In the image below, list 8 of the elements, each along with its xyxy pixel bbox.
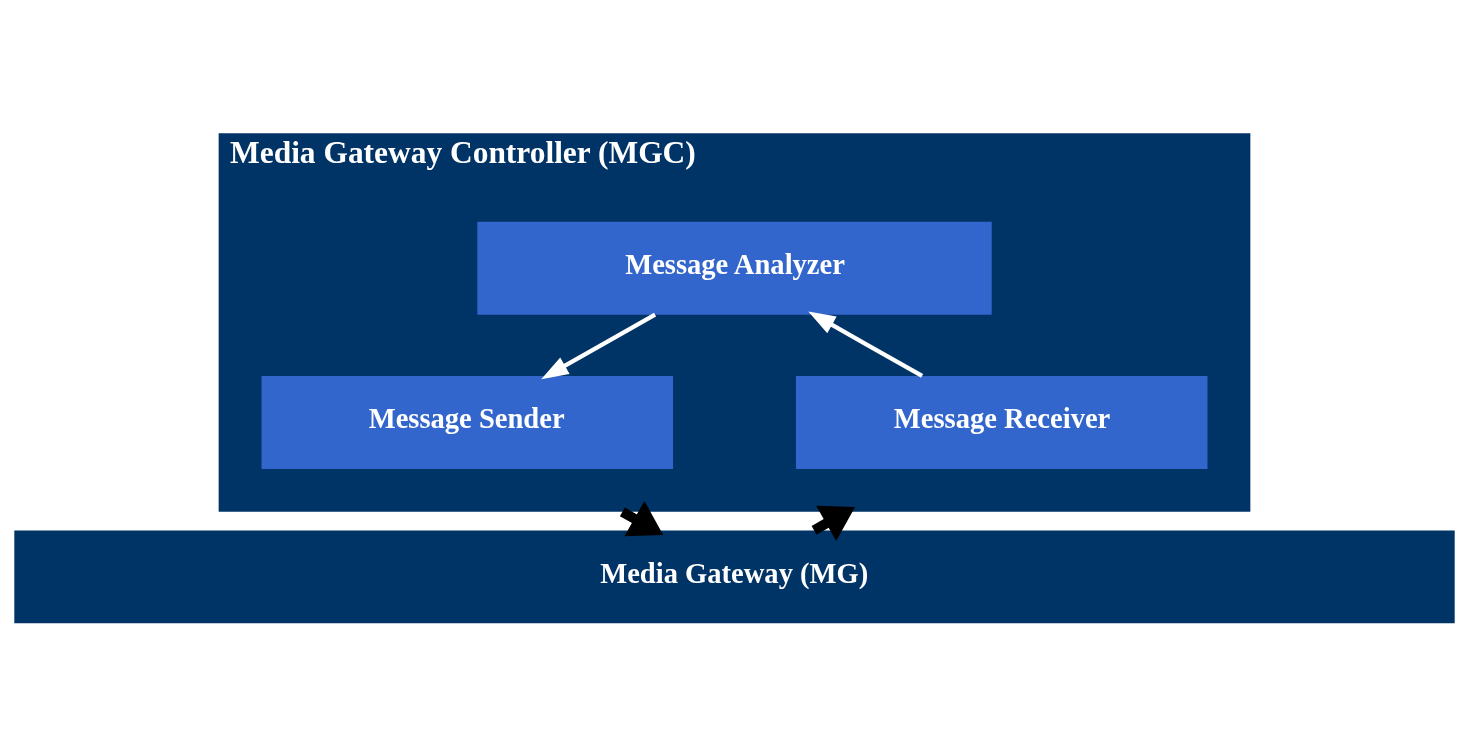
node-box: Message Analyzer xyxy=(477,221,992,315)
node-box: Media Gateway (MG) xyxy=(14,529,1455,623)
arrow xyxy=(811,505,855,541)
node-box: Message Receiver xyxy=(795,375,1208,469)
arrow xyxy=(619,500,664,536)
arrow xyxy=(541,312,657,379)
arrow xyxy=(808,310,924,378)
node-box: Message Sender xyxy=(261,375,674,469)
